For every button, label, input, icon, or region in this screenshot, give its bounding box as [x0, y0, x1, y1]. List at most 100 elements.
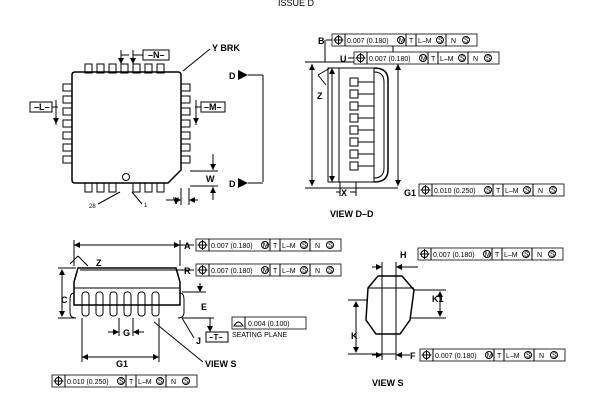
- dim-z-dd: Z: [317, 91, 323, 101]
- dd-ribs: [349, 77, 374, 171]
- fcf-g1-bottom-ref2-mod: S: [158, 378, 163, 385]
- fcf-a-ref1: T: [273, 243, 278, 250]
- flatness-tolerance: 0.004 (0.100): [248, 321, 290, 328]
- dim-u: U: [340, 54, 347, 64]
- datum-m: –M–: [204, 102, 222, 112]
- top-leads: [84, 63, 165, 74]
- fcf-h-ref1: T: [495, 252, 500, 259]
- fcf-f: 0.007 (0.180) M T L–M S N S: [419, 348, 566, 362]
- fcf-g1-bottom: 0.010 (0.250) S T L–M S N S: [51, 374, 198, 388]
- fcf-g1-bottom-ref2: L–M: [138, 379, 152, 386]
- section-d-bottom: D: [229, 179, 236, 189]
- view-s-detail: H 0.007 (0.180) M T L–M S N S K1: [348, 247, 566, 388]
- fcf-f-modifier: M: [487, 352, 493, 359]
- dim-g: G: [123, 328, 130, 338]
- fcf-u-ref2: L–M: [440, 56, 454, 63]
- view-dd-caption: VIEW D–D: [330, 209, 374, 219]
- fcf-h-ref2-mod: S: [524, 251, 529, 258]
- view-dd: B 0.007 (0.180) M T L–M S N S U 0: [305, 33, 565, 219]
- fcf-b-modifier: M: [399, 37, 405, 44]
- fcf-u-modifier: M: [421, 55, 427, 62]
- fcf-a-ref2: L–M: [282, 243, 296, 250]
- bottom-leads: [84, 182, 165, 193]
- fcf-f-tolerance: 0.007 (0.180): [435, 353, 477, 360]
- fcf-r: 0.007 (0.180) M T L–M S N S: [195, 263, 342, 277]
- fcf-u-ref3-mod: S: [486, 55, 491, 62]
- side-body: [73, 267, 181, 306]
- fcf-f-ref3: N: [539, 353, 544, 360]
- fcf-a-ref2-mod: S: [302, 242, 307, 249]
- issue-label: ISSUE D: [278, 0, 315, 8]
- fcf-r-ref3-mod: S: [328, 267, 333, 274]
- fcf-h-ref3-mod: S: [550, 251, 555, 258]
- fcf-g1-dd-modifier: S: [486, 187, 491, 194]
- fcf-r-tolerance: 0.007 (0.180): [211, 268, 253, 275]
- seating-plane-label: SEATING PLANE: [232, 332, 287, 339]
- fcf-h-tolerance: 0.007 (0.180): [433, 252, 475, 259]
- fcf-g1-bottom-ref3-mod: S: [184, 378, 189, 385]
- pin1-dimple: [122, 173, 130, 181]
- fcf-g1-dd-ref2: L–M: [505, 188, 519, 195]
- fcf-u-ref1: T: [431, 56, 436, 63]
- fcf-flatness: 0.004 (0.100): [231, 316, 307, 330]
- fcf-g1-dd-ref1: T: [496, 188, 501, 195]
- dim-k1: K1: [432, 294, 444, 304]
- fcf-g1-bottom-tolerance: 0.010 (0.250): [67, 379, 109, 386]
- view-s-body: [365, 275, 415, 335]
- dd-body: [327, 67, 375, 183]
- fcf-h-ref3: N: [537, 252, 542, 259]
- fcf-b-ref2-mod: S: [438, 37, 443, 44]
- fcf-r-ref2-mod: S: [302, 267, 307, 274]
- dim-z-side: Z: [96, 258, 102, 268]
- fcf-f-ref2-mod: S: [526, 352, 531, 359]
- fcf-g1-dd-ref3-mod: S: [551, 187, 556, 194]
- fcf-f-ref2: L–M: [506, 353, 520, 360]
- view-s-caption: VIEW S: [372, 378, 404, 388]
- package-body: [71, 71, 182, 184]
- fcf-r-modifier: M: [263, 267, 269, 274]
- fcf-u-ref2-mod: S: [460, 55, 465, 62]
- fcf-a-modifier: M: [263, 242, 269, 249]
- fcf-g1-bottom-ref1: T: [129, 379, 134, 386]
- dim-e: E: [201, 302, 207, 312]
- pin-1-label: 1: [144, 203, 148, 209]
- dim-h: H: [400, 250, 407, 260]
- top-view: –N– –L– –M– Y BRK D D: [29, 43, 264, 210]
- side-leads: [69, 291, 185, 319]
- dim-v: V: [173, 196, 179, 206]
- fcf-r-ref1: T: [273, 268, 278, 275]
- dim-c: C: [61, 295, 68, 305]
- dim-g1-side: G1: [116, 359, 128, 369]
- y-brk-label: Y BRK: [212, 43, 240, 53]
- fcf-g1-bottom-ref3: N: [171, 379, 176, 386]
- datum-l: –L–: [34, 102, 50, 112]
- dim-a: A: [184, 241, 191, 251]
- dim-k: K: [351, 331, 358, 341]
- pin-28-label: 28: [89, 204, 96, 210]
- fcf-h-ref2: L–M: [504, 252, 518, 259]
- fcf-g1-dd-tolerance: 0.010 (0.250): [434, 188, 476, 195]
- fcf-b-ref2: L–M: [418, 38, 432, 45]
- dim-w: W: [206, 174, 215, 184]
- dim-x: X: [341, 188, 347, 198]
- fcf-b: 0.007 (0.180) M T L–M S N S: [331, 33, 478, 47]
- fcf-a-ref3-mod: S: [328, 242, 333, 249]
- fcf-g1-dd-ref3: N: [538, 188, 543, 195]
- dim-r: R: [184, 266, 191, 276]
- fcf-b-tolerance: 0.007 (0.180): [347, 38, 389, 45]
- fcf-h-modifier: M: [485, 251, 491, 258]
- fcf-b-ref3-mod: S: [464, 37, 469, 44]
- fcf-r-ref2: L–M: [282, 268, 296, 275]
- datum-n: –N–: [148, 50, 165, 60]
- fcf-b-ref1: T: [409, 38, 414, 45]
- section-d-top: D: [229, 71, 236, 81]
- fcf-f-ref3-mod: S: [552, 352, 557, 359]
- fcf-a-ref3: N: [315, 243, 320, 250]
- fcf-h: 0.007 (0.180) M T L–M S N S: [417, 247, 564, 261]
- dim-f: F: [410, 351, 416, 361]
- fcf-g1-dd-ref2-mod: S: [525, 187, 530, 194]
- left-leads: [62, 83, 73, 164]
- fcf-f-ref1: T: [497, 353, 502, 360]
- side-view: A R Z C E –T– SEATING PLANE: [51, 238, 342, 388]
